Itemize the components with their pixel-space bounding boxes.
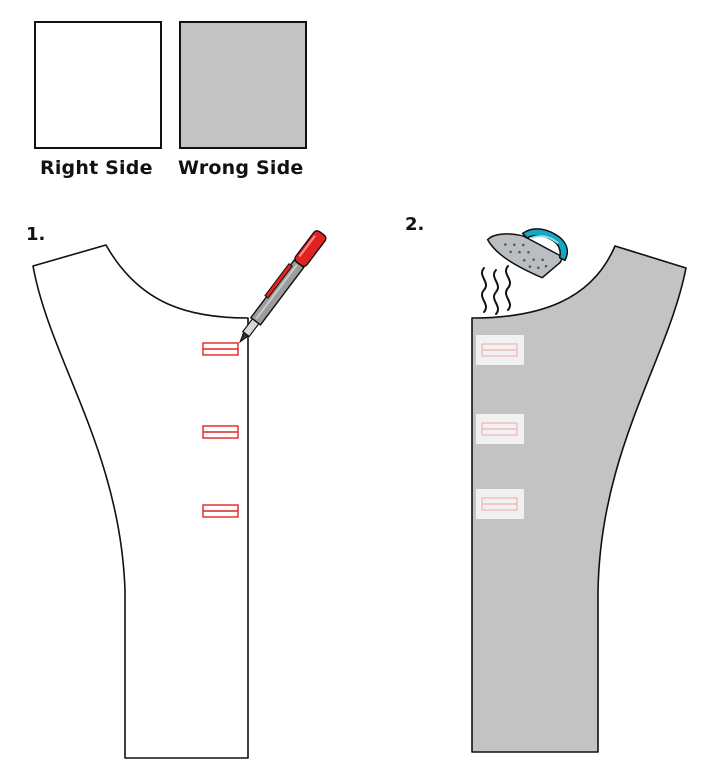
buttonhole-mark <box>202 425 239 439</box>
right-side-label: Right Side <box>40 157 153 179</box>
buttonhole-marks <box>202 342 239 518</box>
wrong-side-swatch <box>179 21 307 149</box>
bodice-piece-right-side <box>32 244 249 759</box>
right-side-swatch <box>34 21 162 149</box>
interfacing-patches <box>476 335 524 519</box>
buttonhole-mark <box>202 504 239 518</box>
step-1-panel <box>32 230 327 759</box>
steam-icon <box>481 265 511 315</box>
buttonhole-mark <box>202 342 239 356</box>
wrong-side-label: Wrong Side <box>178 157 304 179</box>
interfacing-patch <box>476 335 524 365</box>
step-1-number: 1. <box>26 224 46 245</box>
step-2-number: 2. <box>405 214 425 235</box>
bodice-piece-wrong-side <box>471 245 687 753</box>
pen-icon <box>238 230 327 344</box>
step-2-panel <box>471 228 687 753</box>
interfacing-patch <box>476 489 524 519</box>
interfacing-patch <box>476 414 524 444</box>
iron-icon <box>486 228 569 279</box>
